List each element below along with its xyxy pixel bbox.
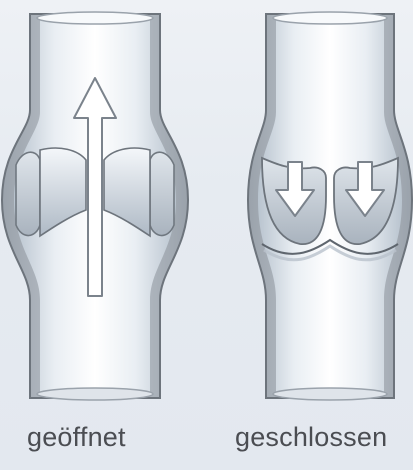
open-right-sinus [150,152,174,235]
closed-vein-bottom-rim [273,388,387,400]
closed-vein-top-rim [273,12,387,24]
closed-state-label: geschlossen [235,422,387,453]
open-left-sinus [16,152,40,235]
open-vein-top-rim [37,12,153,24]
open-vein [2,12,188,400]
open-vein-bottom-rim [37,388,153,400]
closed-vein [248,12,412,400]
open-state-label: geöffnet [27,422,126,453]
